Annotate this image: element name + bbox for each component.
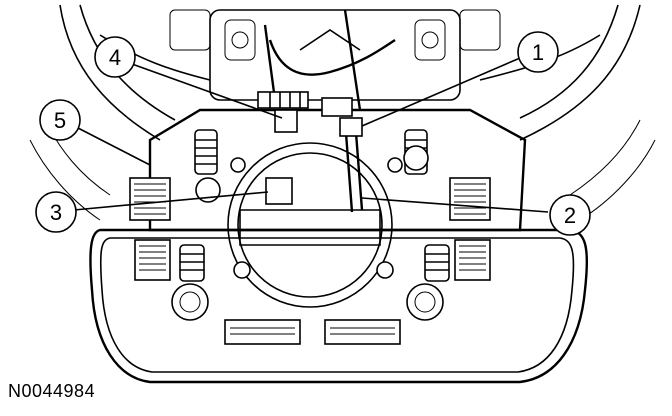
- mounting-springs: [171, 129, 450, 321]
- callout-1-label: 1: [532, 40, 544, 65]
- callout-3-label: 3: [50, 200, 62, 225]
- callout-5-label: 5: [54, 108, 66, 133]
- leader-lines: [73, 57, 549, 213]
- callout-1: 1: [517, 31, 559, 73]
- housing-slots: [129, 177, 491, 345]
- callout-3: 3: [35, 191, 77, 233]
- airbag-module-housing: [89, 108, 589, 384]
- connectors-top: [257, 91, 353, 133]
- callout-2: 2: [549, 194, 591, 236]
- callout-4: 4: [94, 36, 136, 78]
- figure-id: N0044984: [8, 381, 96, 401]
- callout-5: 5: [39, 99, 81, 141]
- callout-4-label: 4: [109, 45, 121, 70]
- clockspring-ring: [227, 117, 393, 308]
- callout-2-label: 2: [564, 203, 576, 228]
